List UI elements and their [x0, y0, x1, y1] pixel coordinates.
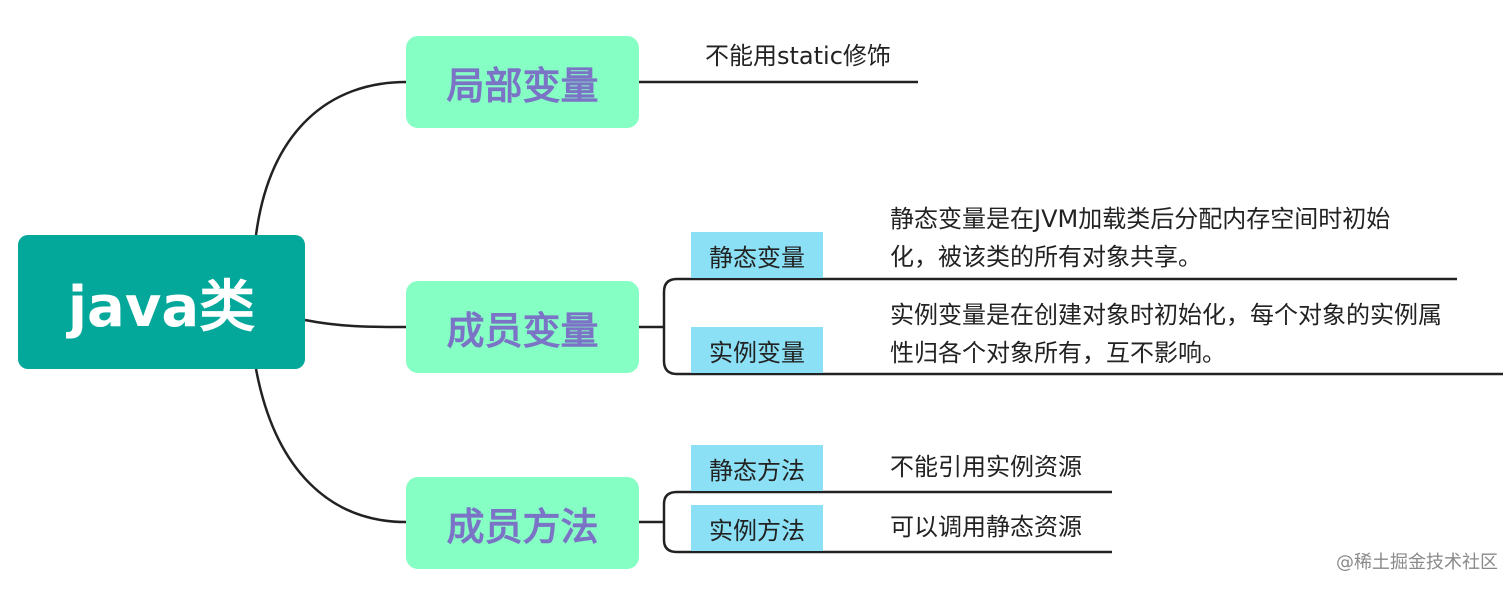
desc-static-variable: 静态变量是在JVM加载类后分配内存空间时初始 化，被该类的所有对象共享。	[890, 205, 1391, 271]
branch-label: 成员变量	[446, 308, 599, 353]
branch-local-variable[interactable]: 局部变量	[406, 36, 639, 128]
branch-label: 局部变量	[446, 63, 599, 108]
connector-root-local	[254, 80, 407, 236]
connector-root-member-var	[304, 318, 407, 329]
connector-instance-method	[662, 522, 1112, 554]
branch-member-variable[interactable]: 成员变量	[406, 281, 639, 373]
connector-static-var	[662, 277, 1457, 327]
connector-root-member-method	[254, 368, 407, 524]
desc-static-method: 不能引用实例资源	[890, 453, 1082, 481]
tag-static-method[interactable]: 静态方法	[691, 445, 823, 491]
connector-static-method	[662, 490, 1112, 522]
desc-instance-method: 可以调用静态资源	[890, 513, 1082, 541]
desc-instance-variable: 实例变量是在创建对象时初始化，每个对象的实例属 性归各个对象所有，互不影响。	[890, 301, 1442, 367]
watermark: @稀土掘金技术社区	[1336, 552, 1498, 573]
branch-label: 成员方法	[446, 504, 599, 549]
branch-member-method[interactable]: 成员方法	[406, 477, 639, 569]
root-label: java类	[67, 274, 256, 340]
note-local-variable: 不能用static修饰	[705, 42, 891, 70]
tag-instance-variable[interactable]: 实例变量	[691, 327, 823, 373]
connector-instance-var	[662, 327, 1503, 376]
tag-instance-method[interactable]: 实例方法	[691, 505, 823, 551]
root-node[interactable]: java类	[18, 235, 305, 369]
tag-static-variable[interactable]: 静态变量	[691, 232, 823, 278]
